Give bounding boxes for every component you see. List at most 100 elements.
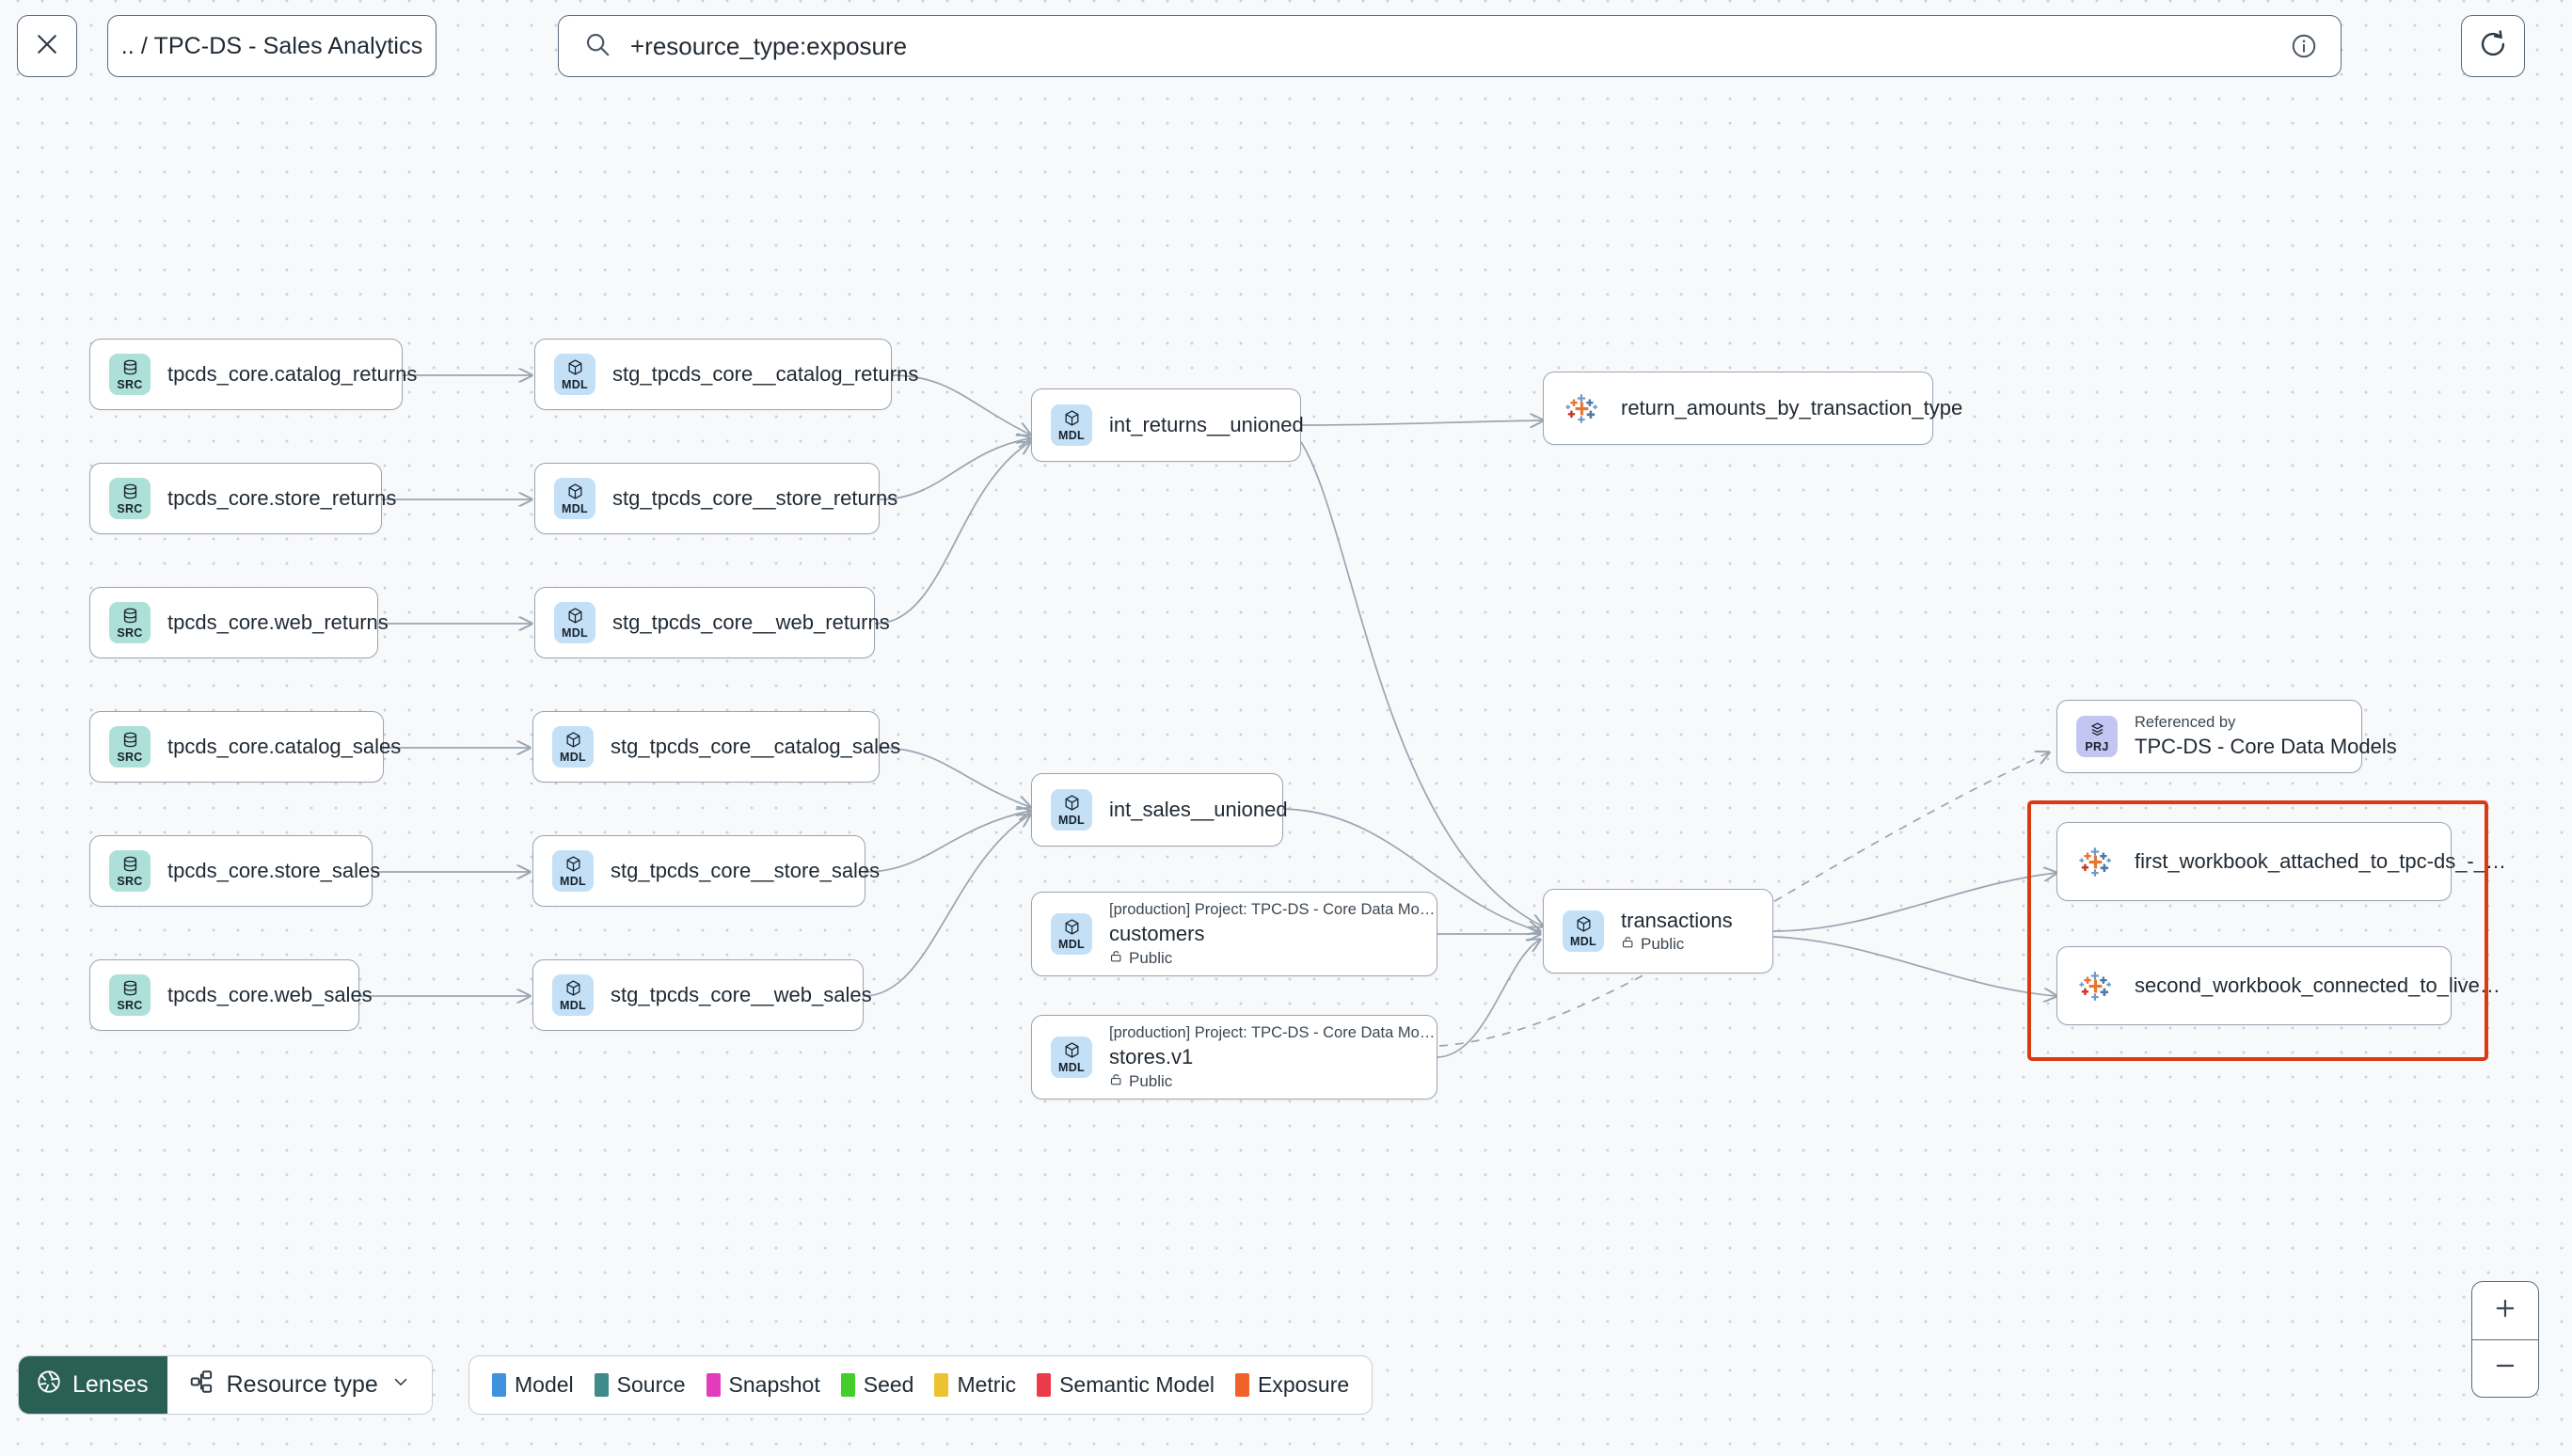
lenses-label: Lenses xyxy=(72,1371,149,1398)
node-project-line: [production] Project: TPC-DS - Core Data… xyxy=(1109,900,1436,918)
node-access: Public xyxy=(1621,934,1733,956)
breadcrumb[interactable]: .. / TPC-DS - Sales Analytics xyxy=(107,15,437,77)
node-label: transactions xyxy=(1621,908,1733,932)
cube-icon xyxy=(564,855,582,874)
node-exposure[interactable]: first_workbook_attached_to_tpc-ds_-_… xyxy=(2056,822,2506,901)
aperture-icon xyxy=(36,1369,62,1401)
mdl-badge: MDL xyxy=(554,354,595,395)
node-source[interactable]: SRC tpcds_core.web_sales xyxy=(89,959,373,1031)
node-model[interactable]: MDL int_returns__unioned xyxy=(1031,388,1304,462)
mdl-badge-label: MDL xyxy=(560,998,586,1012)
src-badge: SRC xyxy=(109,726,151,768)
node-model[interactable]: MDL stg_tpcds_core__catalog_sales xyxy=(532,711,900,783)
resource-type-label: Resource type xyxy=(226,1371,378,1398)
legend-swatch xyxy=(1235,1373,1249,1397)
legend-label: Snapshot xyxy=(728,1372,820,1397)
info-icon[interactable] xyxy=(2290,16,2318,76)
legend-swatch xyxy=(594,1373,609,1397)
mdl-badge: MDL xyxy=(552,974,594,1016)
node-label: second_workbook_connected_to_live… xyxy=(2135,973,2501,997)
src-badge: SRC xyxy=(109,602,151,643)
legend-label: Exposure xyxy=(1258,1372,1350,1397)
node-model[interactable]: MDL stg_tpcds_core__catalog_returns xyxy=(534,339,918,410)
mdl-badge: MDL xyxy=(1563,910,1604,952)
legend-item: Metric xyxy=(934,1372,1016,1398)
refresh-button[interactable] xyxy=(2461,15,2525,77)
cube-icon xyxy=(566,607,584,625)
node-source[interactable]: SRC tpcds_core.store_returns xyxy=(89,463,396,534)
legend-label: Metric xyxy=(957,1372,1017,1397)
legend-item: Model xyxy=(492,1372,574,1398)
node-access-label: Public xyxy=(1129,1071,1173,1090)
legend-swatch xyxy=(706,1373,721,1397)
lenses-button[interactable]: Lenses xyxy=(19,1356,167,1414)
node-label: int_sales__unioned xyxy=(1109,798,1288,821)
node-model-transactions[interactable]: MDL transactions Public xyxy=(1543,889,1773,973)
cube-icon xyxy=(566,358,584,377)
refresh-icon xyxy=(2478,29,2508,64)
node-source[interactable]: SRC tpcds_core.web_returns xyxy=(89,587,389,658)
src-badge-label: SRC xyxy=(117,750,143,764)
database-icon xyxy=(121,979,139,998)
tableau-icon xyxy=(2076,842,2116,881)
top-toolbar: .. / TPC-DS - Sales Analytics +resource_… xyxy=(0,0,2572,108)
node-label: tpcds_core.web_sales xyxy=(167,983,373,1006)
src-badge-label: SRC xyxy=(117,998,143,1012)
node-source[interactable]: SRC tpcds_core.store_sales xyxy=(89,835,380,907)
search-value: +resource_type:exposure xyxy=(630,31,908,60)
node-label: return_amounts_by_transaction_type xyxy=(1621,396,1963,419)
node-label: TPC-DS - Core Data Models xyxy=(2135,735,2397,759)
legend-item: Source xyxy=(594,1372,686,1398)
search-input[interactable]: +resource_type:exposure xyxy=(558,15,2342,77)
node-model[interactable]: MDL int_sales__unioned xyxy=(1031,773,1288,847)
prj-badge-label: PRJ xyxy=(2085,739,2109,753)
node-label: tpcds_core.catalog_returns xyxy=(167,362,418,386)
cube-icon xyxy=(1063,918,1081,937)
node-model[interactable]: MDL stg_tpcds_core__store_returns xyxy=(534,463,897,534)
legend: Model Source Snapshot Seed Metric Semant… xyxy=(468,1355,1373,1415)
mdl-badge-label: MDL xyxy=(1058,813,1085,827)
resource-type-dropdown[interactable]: Resource type xyxy=(167,1356,432,1414)
hierarchy-icon xyxy=(188,1369,214,1401)
mdl-badge-label: MDL xyxy=(1058,1060,1085,1074)
node-model[interactable]: MDL stg_tpcds_core__web_returns xyxy=(534,587,890,658)
node-model[interactable]: MDL stg_tpcds_core__web_sales xyxy=(532,959,872,1031)
zoom-in-button[interactable] xyxy=(2472,1282,2538,1340)
close-button[interactable] xyxy=(17,15,77,77)
node-model[interactable]: MDL [production] Project: TPC-DS - Core … xyxy=(1031,892,1437,976)
node-model[interactable]: MDL [production] Project: TPC-DS - Core … xyxy=(1031,1015,1437,1100)
unlock-icon xyxy=(1109,1071,1123,1093)
chevron-down-icon xyxy=(390,1371,411,1399)
legend-item: Exposure xyxy=(1235,1372,1349,1398)
node-label: tpcds_core.store_sales xyxy=(167,859,381,882)
node-access-label: Public xyxy=(1129,948,1173,967)
unlock-icon xyxy=(1621,934,1635,956)
cube-icon xyxy=(566,483,584,501)
mdl-badge: MDL xyxy=(1051,404,1092,446)
src-badge: SRC xyxy=(109,354,151,395)
legend-swatch xyxy=(1037,1373,1052,1397)
mdl-badge: MDL xyxy=(1051,1037,1092,1078)
zoom-out-button[interactable] xyxy=(2472,1340,2538,1398)
node-exposure[interactable]: return_amounts_by_transaction_type xyxy=(1543,372,1962,445)
node-caption: Referenced by xyxy=(2135,714,2236,732)
mdl-badge: MDL xyxy=(1051,789,1092,831)
tableau-icon xyxy=(2076,966,2116,1005)
node-exposure[interactable]: second_workbook_connected_to_live… xyxy=(2056,946,2501,1025)
node-project-reference[interactable]: PRJ Referenced by TPC-DS - Core Data Mod… xyxy=(2056,700,2397,773)
src-badge-label: SRC xyxy=(117,874,143,888)
mdl-badge: MDL xyxy=(554,602,595,643)
node-label: tpcds_core.catalog_sales xyxy=(167,735,402,758)
close-icon xyxy=(33,30,61,63)
cube-icon xyxy=(1575,915,1593,934)
node-source[interactable]: SRC tpcds_core.catalog_sales xyxy=(89,711,401,783)
mdl-badge-label: MDL xyxy=(560,874,586,888)
node-model[interactable]: MDL stg_tpcds_core__store_sales xyxy=(532,835,880,907)
unlock-icon xyxy=(1109,948,1123,970)
database-icon xyxy=(121,358,139,377)
prj-badge: PRJ xyxy=(2076,716,2118,757)
node-source[interactable]: SRC tpcds_core.catalog_returns xyxy=(89,339,417,410)
lens-toolbar: Lenses Resource type xyxy=(18,1355,433,1415)
legend-item: Semantic Model xyxy=(1037,1372,1215,1398)
node-label: first_workbook_attached_to_tpc-ds_-_… xyxy=(2135,849,2506,873)
